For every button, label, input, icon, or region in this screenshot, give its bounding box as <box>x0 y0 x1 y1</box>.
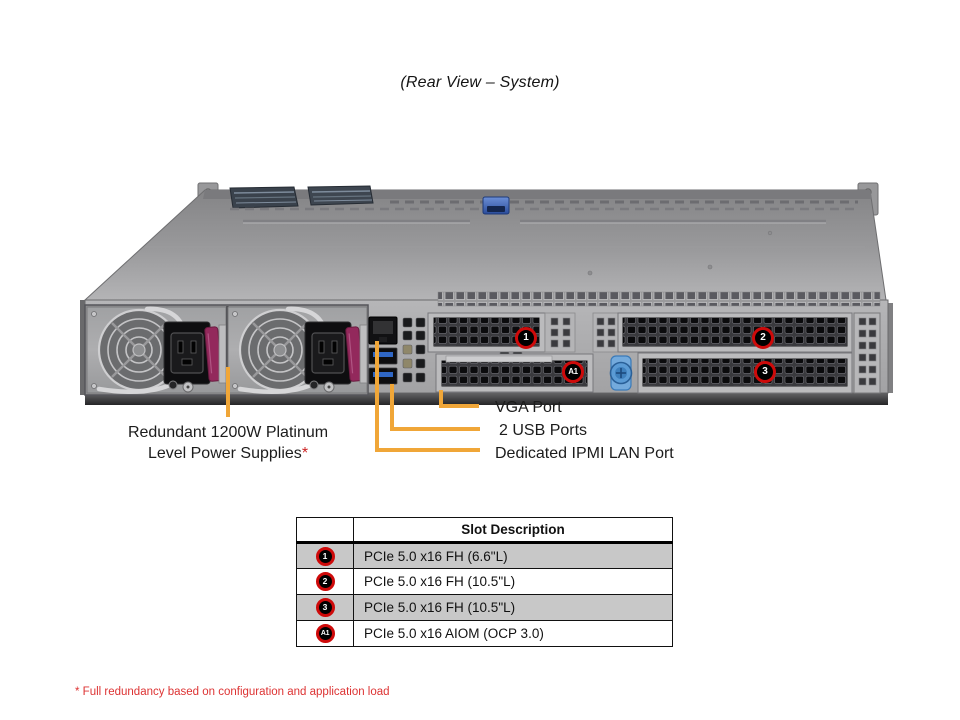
pcie-slot-2-graphic <box>617 312 853 353</box>
vga-port-label: VGA Port <box>495 399 562 416</box>
callout-line-usb-vertical <box>390 384 394 431</box>
table-row: A1 PCIe 5.0 x16 AIOM (OCP 3.0) <box>296 620 673 647</box>
slot-divider-1 <box>544 312 576 353</box>
psu-right <box>227 306 368 394</box>
psu-left <box>86 306 227 394</box>
table-row: 1 PCIe 5.0 x16 FH (6.6"L) <box>296 542 673 569</box>
callout-line-vga-horizontal <box>439 404 479 408</box>
table-row: 2 PCIe 5.0 x16 FH (10.5"L) <box>296 568 673 595</box>
table-slot-description-a1: PCIe 5.0 x16 AIOM (OCP 3.0) <box>353 620 673 647</box>
table-badge-2: 2 <box>315 572 335 591</box>
callout-line-psu <box>226 367 230 417</box>
table-badge-3: 3 <box>315 598 335 617</box>
psu-label-asterisk: * <box>301 445 309 462</box>
table-slot-description-1: PCIe 5.0 x16 FH (6.6"L) <box>353 542 673 569</box>
psu-label-line2: Level Power Supplies <box>147 445 302 462</box>
slot1-badge: 1 <box>515 327 537 349</box>
callout-line-usb-horizontal <box>390 427 480 431</box>
chassis-top <box>83 185 887 301</box>
lan-port-graphic <box>368 316 398 345</box>
table-badge-a1: A1 <box>315 624 335 643</box>
slot-divider-2 <box>592 312 620 353</box>
ipmi-lan-port-label: Dedicated IPMI LAN Port <box>495 445 674 462</box>
server-rear-illustration <box>80 182 893 405</box>
right-vent-column <box>853 312 881 394</box>
page-title: (Rear View – System) <box>400 74 560 91</box>
callout-line-ipmi-horizontal <box>375 448 480 452</box>
psu-label: Redundant 1200W Platinum Level Power Sup… <box>104 422 352 464</box>
table-slot-description-3: PCIe 5.0 x16 FH (10.5"L) <box>353 594 673 621</box>
pcie-slot-3-graphic <box>637 352 853 394</box>
table-header-row: Slot Description <box>296 517 673 544</box>
thumbscrew-graphic <box>609 355 633 391</box>
aiom-badge: A1 <box>562 361 584 383</box>
pcie-slot-1-graphic <box>427 312 546 353</box>
slot-description-table: Slot Description 1 PCIe 5.0 x16 FH (6.6"… <box>296 517 673 647</box>
table-slot-description-2: PCIe 5.0 x16 FH (10.5"L) <box>353 568 673 595</box>
table-header-badge-cell <box>296 517 354 544</box>
usb-ports-label: 2 USB Ports <box>499 422 588 439</box>
table-row: 3 PCIe 5.0 x16 FH (10.5"L) <box>296 594 673 621</box>
slot2-badge: 2 <box>752 327 774 349</box>
table-badge-1: 1 <box>315 546 335 566</box>
psu-label-line1: Redundant 1200W Platinum <box>127 424 329 441</box>
power-supplies <box>84 304 369 396</box>
callout-line-vga-vertical <box>439 390 443 408</box>
footnote: * Full redundancy based on configuration… <box>75 686 390 698</box>
callout-line-ipmi-vertical <box>375 341 379 452</box>
table-header-slot-description: Slot Description <box>353 517 673 544</box>
slot3-badge: 3 <box>754 361 776 383</box>
